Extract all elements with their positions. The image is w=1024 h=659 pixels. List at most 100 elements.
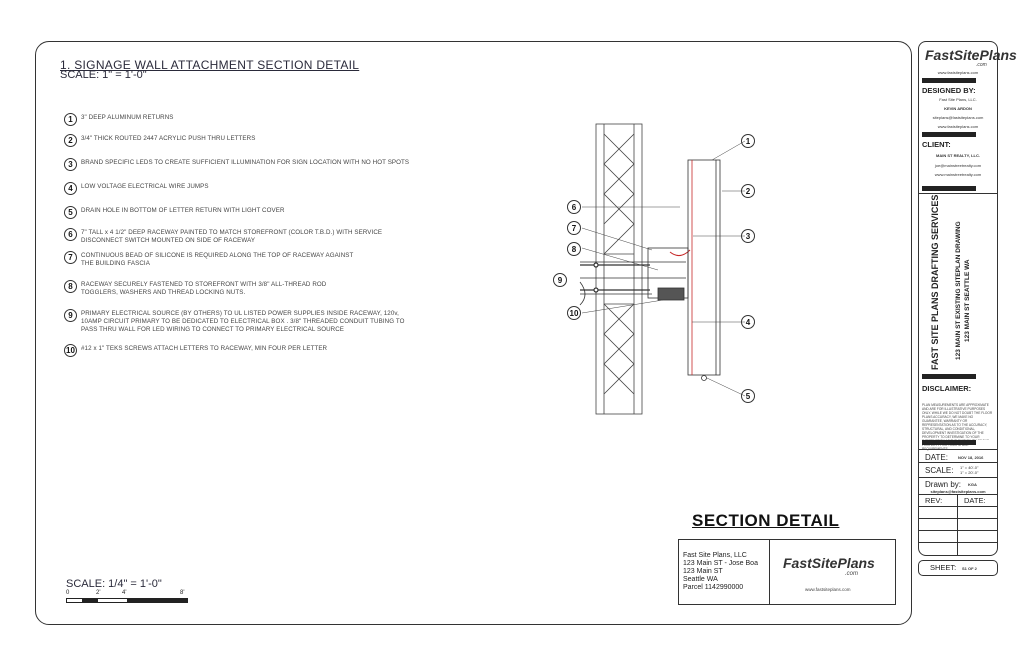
titleblock-bar — [922, 186, 994, 191]
project-address: Fast Site Plans, LLC 123 Main ST - Jose … — [683, 552, 758, 592]
titleblock-divider — [918, 494, 998, 495]
address-line-2: 123 Main ST — [683, 568, 723, 575]
project-info-box: Fast Site Plans, LLC 123 Main ST - Jose … — [678, 539, 896, 605]
titleblock-url: www.fastsiteplans.com — [937, 70, 979, 75]
letter-return — [687, 159, 721, 381]
titleblock-logo-com: .com — [976, 62, 987, 68]
client-name: MAIN ST REALTY, LLC. — [936, 153, 980, 158]
scale-value-2: 1" = 20'-0" — [960, 470, 979, 475]
scalebar-tick-8: 8' — [180, 590, 185, 596]
power-wire — [579, 281, 586, 306]
scalebar-tick-2: 2' — [96, 590, 101, 596]
callout-8: 8 — [567, 242, 581, 256]
note-2: 2 3/4" THICK ROUTED 2447 ACRYLIC PUSH THR… — [64, 134, 255, 147]
sheet-number-box — [918, 560, 998, 576]
note-text: 3" DEEP ALUMINUM RETURNS — [81, 114, 174, 121]
note-3: 3 BRAND SPECIFIC LEDS TO CREATE SUFFICIEN… — [64, 158, 409, 171]
titleblock-bar — [922, 78, 994, 83]
designer-url: www.fastsiteplans.com — [937, 124, 979, 129]
service-title: FAST SITE PLANS DRAFTING SERVICES — [930, 194, 940, 370]
info-divider — [769, 540, 770, 604]
red-led-wire — [669, 249, 691, 256]
designer-company: Fast Site Plans, LLC. — [939, 97, 977, 102]
address-line-1: 123 Main ST - Jose Boa — [683, 560, 758, 567]
rev-row-divider — [918, 506, 998, 507]
titleblock-bar — [922, 132, 994, 137]
note-number: 9 — [64, 309, 77, 322]
scale-label: SCALE: — [925, 466, 954, 475]
note-number: 4 — [64, 182, 77, 195]
sheet-label: SHEET: — [930, 563, 957, 572]
drawn-by-label: Drawn by: — [925, 480, 962, 489]
note-text: 3/4" THICK ROUTED 2447 ACRYLIC PUSH THRU… — [81, 135, 256, 142]
rev-label: REV: — [925, 496, 943, 505]
title-block — [918, 41, 998, 556]
logo-url: www.fastsiteplans.com — [805, 587, 851, 592]
bottom-scale-label: SCALE: 1/4" = 1'-0" — [66, 578, 162, 590]
titleblock-divider — [918, 193, 998, 194]
callout-4: 4 — [741, 315, 755, 329]
note-number: 2 — [64, 134, 77, 147]
raceway — [580, 247, 689, 301]
scalebar-tick-4: 4' — [122, 590, 127, 596]
note-text: RACEWAY SECURELY FASTENED TO STOREFRONT … — [81, 281, 327, 296]
note-text: DRAIN HOLE IN BOTTOM OF LETTER RETURN WI… — [81, 207, 285, 214]
designed-by-label: DESIGNED BY: — [922, 86, 976, 95]
note-6: 6 7" TALL x 4 1/2" DEEP RACEWAY PAINTED T… — [64, 228, 394, 245]
note-10: 10 #12 x 1" TEKS SCREWS ATTACH LETTERS TO… — [64, 344, 327, 357]
note-number: 6 — [64, 228, 77, 241]
wall-stud — [595, 123, 643, 415]
drawing-sheet-border — [35, 41, 912, 625]
scale-value-1: 1" = 40'-0" — [960, 465, 979, 470]
parcel: Parcel 1142990000 — [683, 584, 744, 591]
callout-6: 6 — [567, 200, 581, 214]
rev-row-divider — [918, 530, 998, 531]
leader-lines — [581, 140, 746, 397]
logo-com: .com — [845, 571, 859, 577]
drawing-title: 1. SIGNAGE WALL ATTACHMENT SECTION DETAI… — [60, 58, 360, 72]
callout-3: 3 — [741, 229, 755, 243]
callout-7: 7 — [567, 221, 581, 235]
section-detail-drawing — [579, 123, 746, 415]
titleblock-divider — [918, 477, 998, 478]
rev-row-divider — [918, 518, 998, 519]
titleblock-divider — [918, 462, 998, 463]
designer-name: KEVIN ARDON — [944, 106, 972, 111]
note-number: 5 — [64, 206, 77, 219]
note-9: 9 PRIMARY ELECTRICAL SOURCE (BY OTHERS) T… — [64, 309, 414, 334]
note-number: 10 — [64, 344, 77, 357]
note-text: PRIMARY ELECTRICAL SOURCE (BY OTHERS) TO… — [81, 310, 405, 333]
callout-5: 5 — [741, 389, 755, 403]
date-value: NOV 18, 2016 — [958, 455, 984, 460]
disclaimer-label: DISCLAIMER: — [922, 384, 972, 393]
note-text: #12 x 1" TEKS SCREWS ATTACH LETTERS TO R… — [81, 345, 328, 352]
city: Seattle WA — [683, 576, 718, 583]
client-url: www.mainstreetrealty.com — [934, 172, 982, 177]
note-1: 1 3" DEEP ALUMINUM RETURNS — [64, 113, 174, 126]
note-number: 3 — [64, 158, 77, 171]
titleblock-divider — [918, 449, 998, 450]
project-line-1: 123 MAIN ST EXISTING SITEPLAN DRAWING — [955, 221, 962, 360]
threaded-rods — [580, 262, 650, 293]
drawing-scale: SCALE: 1" = 1'-0" — [60, 69, 147, 81]
rev-row-divider — [918, 542, 998, 543]
note-number: 1 — [64, 113, 77, 126]
company-name: Fast Site Plans, LLC — [683, 552, 747, 559]
callout-9: 9 — [553, 273, 567, 287]
callout-10: 10 — [567, 306, 581, 320]
scalebar-tick-0: 0 — [66, 590, 70, 596]
rev-date-label: DATE: — [964, 496, 986, 505]
titleblock-bar — [922, 374, 994, 379]
note-number: 7 — [64, 251, 77, 264]
note-text: LOW VOLTAGE ELECTRICAL WIRE JUMPS — [81, 183, 209, 190]
note-text: CONTINUOUS BEAD OF SILICONE IS REQUIRED … — [81, 252, 354, 267]
designer-email: siteplans@fastsiteplans.com — [932, 115, 984, 120]
note-5: 5 DRAIN HOLE IN BOTTOM OF LETTER RETURN W… — [64, 206, 285, 219]
note-text: 7" TALL x 4 1/2" DEEP RACEWAY PAINTED TO… — [81, 229, 383, 244]
client-label: CLIENT: — [922, 140, 951, 149]
callout-2: 2 — [741, 184, 755, 198]
section-detail-label: SECTION DETAIL — [692, 511, 840, 530]
note-text: BRAND SPECIFIC LEDS TO CREATE SUFFICIENT… — [81, 159, 410, 166]
drawn-by-email: siteplans@fastsiteplans.com — [930, 489, 986, 494]
